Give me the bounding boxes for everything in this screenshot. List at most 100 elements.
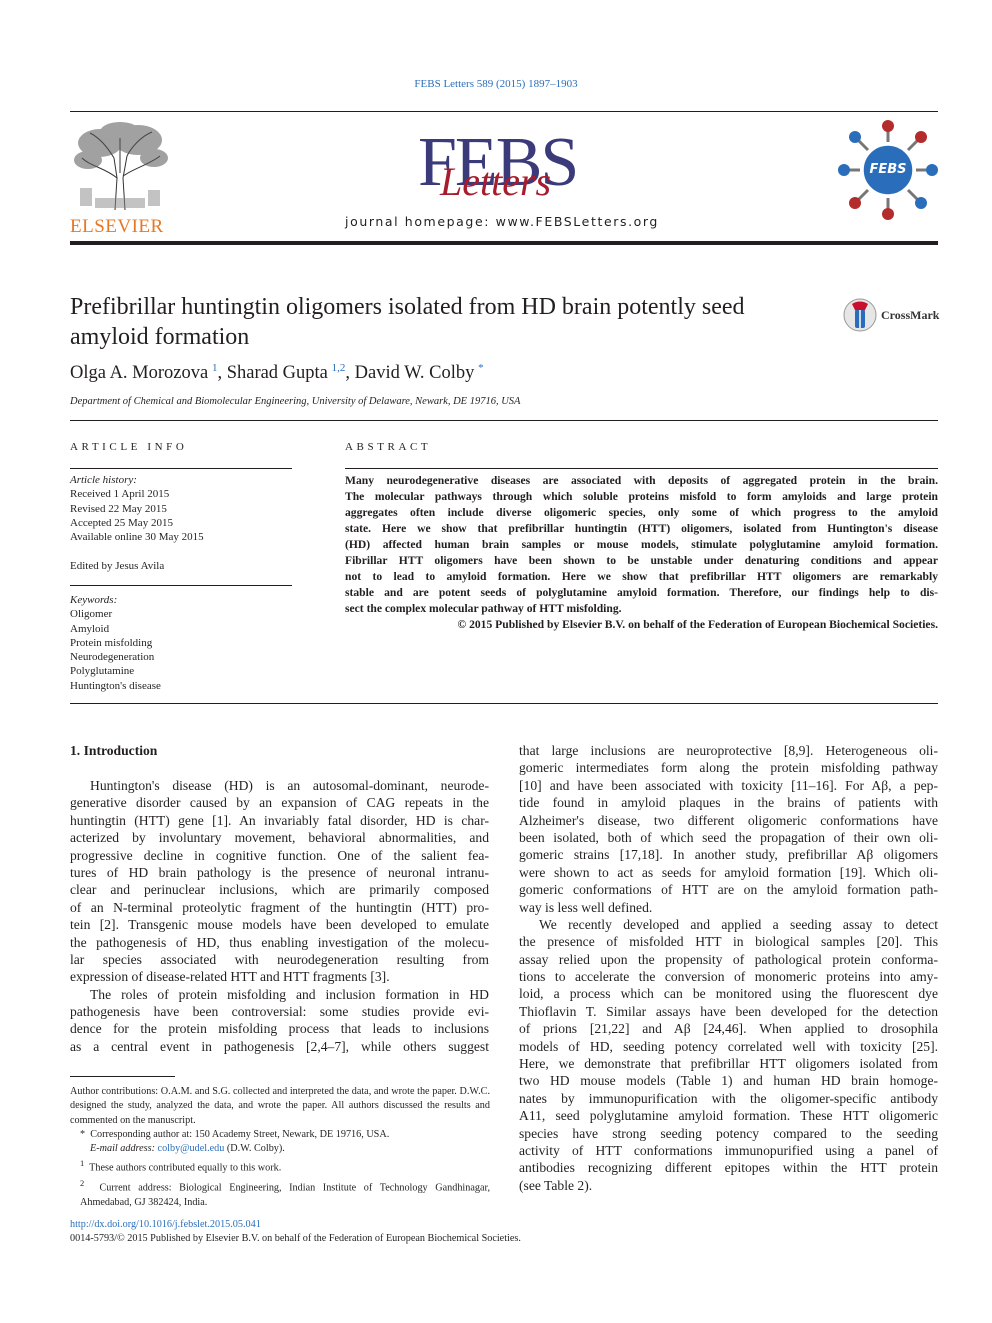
affiliation: Department of Chemical and Biomolecular … (70, 396, 521, 407)
keyword[interactable]: Protein misfolding (70, 636, 153, 649)
body-text-line: two HD mouse models (Table 1) and human … (519, 1073, 938, 1089)
abstract-line: stable and are potent seeds of polygluta… (345, 586, 938, 599)
journal-reference[interactable]: FEBS Letters 589 (2015) 1897–1903 (414, 78, 578, 90)
author-separator: , (345, 363, 355, 384)
body-text-line: species have strong seeding potency comp… (519, 1125, 938, 1141)
keyword[interactable]: Huntington's disease (70, 679, 161, 692)
footnote-author-contributions: Author contributions: O.A.M. and S.G. co… (70, 1086, 490, 1126)
body-column-left: Huntington's disease (HD) is an autosoma… (70, 777, 489, 1055)
body-text-line: antibodies recognizing different epitope… (519, 1160, 938, 1176)
history-accepted: Accepted 25 May 2015 (70, 516, 173, 529)
body-text-line: Alzheimer's disease, two different oligo… (519, 812, 938, 828)
abstract-body: Many neurodegenerative diseases are asso… (345, 473, 938, 633)
edited-by: Edited by Jesus Avila (70, 560, 165, 572)
elsevier-logo[interactable]: ELSEVIER (70, 118, 170, 237)
author-separator: , (217, 363, 227, 384)
author-name[interactable]: Sharad Gupta (226, 363, 328, 384)
author-list: Olga A. Morozova 1, Sharad Gupta 1,2, Da… (70, 362, 484, 384)
keyword[interactable]: Neurodegeneration (70, 651, 155, 664)
body-text-line: were shown to act as seeds for amyloid f… (519, 864, 938, 880)
body-text-line: Thioflavin T. Similar assays have been d… (519, 1003, 938, 1019)
crossmark-badge[interactable]: CrossMark (843, 298, 939, 332)
elsevier-tree-icon (74, 122, 168, 211)
body-text-line: activity of HTT conformations immunopuri… (519, 1142, 938, 1158)
body-text-line: dence for the protein misfolding process… (70, 1021, 489, 1037)
keyword[interactable]: Polyglutamine (70, 665, 135, 678)
journal-homepage[interactable]: journal homepage: www.FEBSLetters.org (345, 214, 659, 229)
footnote-rule (70, 1076, 175, 1077)
author-name[interactable]: David W. Colby (354, 363, 475, 384)
body-text-line: huntingtin (HTT) gene [1]. An invariably… (70, 812, 489, 828)
abstract-line: The molecular pathways through which sol… (345, 490, 938, 503)
body-text-line: been isolated, both of which seed the pr… (519, 829, 938, 845)
abstract-heading: ABSTRACT (345, 441, 432, 453)
abstract-line: aggregates often include diverse oligome… (345, 506, 938, 519)
masthead-bottom-rule (70, 241, 938, 245)
email-suffix: (D.W. Colby). (226, 1143, 285, 1155)
section-heading-introduction: 1. Introduction (70, 743, 158, 758)
body-text-line: Here, we demonstrate that prefibrillar H… (519, 1056, 938, 1072)
email-label: E-mail address: (90, 1143, 155, 1155)
body-text-line: nates by immunopurification with the oli… (519, 1090, 938, 1106)
abstract-line: Many neurodegenerative diseases are asso… (345, 474, 938, 487)
keywords-label: Keywords: (70, 594, 118, 606)
body-text-line: generative disorder caused by an expansi… (70, 795, 489, 811)
journal-title-main: FEBS (418, 124, 579, 201)
footnote-mark: 1 (80, 1158, 85, 1169)
body-text-line: of an N-terminal proteolytic fragment of… (70, 899, 489, 915)
body-text-line: the pathogenesis of HD, thus enabling in… (70, 934, 489, 950)
author-affiliation-mark[interactable]: 1 (211, 362, 218, 374)
history-online: Available online 30 May 2015 (70, 531, 204, 544)
body-text-line: models of HD, seeding potency correlated… (519, 1038, 938, 1054)
febs-letters-journal-logo[interactable]: FEBS Letters (418, 124, 603, 202)
body-text-line: tions to accelerate the conversion of mo… (519, 969, 938, 985)
abstract-line: (HD) affected human brain samples or mou… (345, 538, 938, 551)
body-text-line: A11, seed polyglutamine amyloid formatio… (519, 1108, 938, 1124)
keyword[interactable]: Amyloid (70, 622, 110, 635)
corresponding-author-mark[interactable]: * (478, 362, 484, 374)
issn-copyright: 0014-5793/© 2015 Published by Elsevier B… (70, 1233, 521, 1245)
body-text-line: the presence of misfolded HTT in biologi… (519, 934, 938, 950)
footnote-corresponding: * Corresponding author at: 150 Academy S… (70, 1128, 490, 1142)
body-text-line: gomeric intermediates form along the pro… (519, 760, 938, 776)
footnote-mark: * (80, 1128, 86, 1140)
body-text-line: way is less well defined. (519, 899, 653, 915)
abstract-line: Fibrillar HTT oligomers have been shown … (345, 554, 938, 567)
abstract-rule (345, 468, 938, 469)
footnote-2-text: Current address: Biological Engineering,… (80, 1182, 491, 1208)
article-info-rule (70, 468, 292, 469)
history-revised: Revised 22 May 2015 (70, 502, 167, 515)
body-text-line: lar species associated with neurodegener… (70, 951, 489, 967)
history-received: Received 1 April 2015 (70, 488, 170, 501)
footnote-email: E-mail address: colby@udel.edu (D.W. Col… (70, 1142, 490, 1156)
article-info-heading: ARTICLE INFO (70, 441, 188, 453)
body-column-right: that large inclusions are neuroprotectiv… (519, 742, 938, 1194)
footnotes: Author contributions: O.A.M. and S.G. co… (70, 1085, 490, 1210)
doi-link[interactable]: http://dx.doi.org/10.1016/j.febslet.2015… (70, 1219, 261, 1230)
keyword[interactable]: Oligomer (70, 608, 113, 621)
keywords-rule (70, 585, 292, 586)
body-text-line: tures of HD brain pathology is the prese… (70, 864, 489, 880)
author-name[interactable]: Olga A. Morozova (70, 363, 209, 384)
history-label: Article history: (70, 474, 137, 486)
body-text-line: Huntington's disease (HD) is an autosoma… (90, 778, 489, 793)
article-history: Article history: Received 1 April 2015 R… (70, 473, 292, 544)
body-text-line: pathogenesis have been controversial: so… (70, 1004, 489, 1020)
email-link[interactable]: colby@udel.edu (157, 1143, 225, 1155)
abstract-line: sect the complex molecular pathway of HT… (345, 602, 622, 615)
author-affiliation-mark[interactable]: 1,2 (331, 362, 346, 374)
febs-society-logo[interactable]: FEBS (838, 120, 938, 220)
abstract-line: not to lead to amyloid formation. Here w… (345, 570, 938, 583)
body-text-line: gomeric conformations of HTT are on the … (519, 882, 938, 898)
body-text-line: of prions [21,22] and Aβ [24,46]. When a… (519, 1021, 938, 1037)
febs-society-logo-text: FEBS (869, 162, 907, 177)
body-text-line: loid, a process which can be monitored u… (519, 986, 938, 1002)
crossmark-label: CrossMark (881, 307, 940, 322)
body-text-line: that large inclusions are neuroprotectiv… (519, 743, 938, 758)
body-text-line: as a central event in pathogenesis [2,4–… (70, 1038, 489, 1054)
body-text-line: tein [2]. Transgenic mouse models have b… (70, 917, 489, 933)
elsevier-wordmark: ELSEVIER (70, 216, 164, 237)
doi-block: http://dx.doi.org/10.1016/j.febslet.2015… (70, 1218, 521, 1247)
body-text-line: [10] and have been associated with toxic… (519, 777, 938, 793)
febs-molecule-icon (838, 120, 938, 220)
